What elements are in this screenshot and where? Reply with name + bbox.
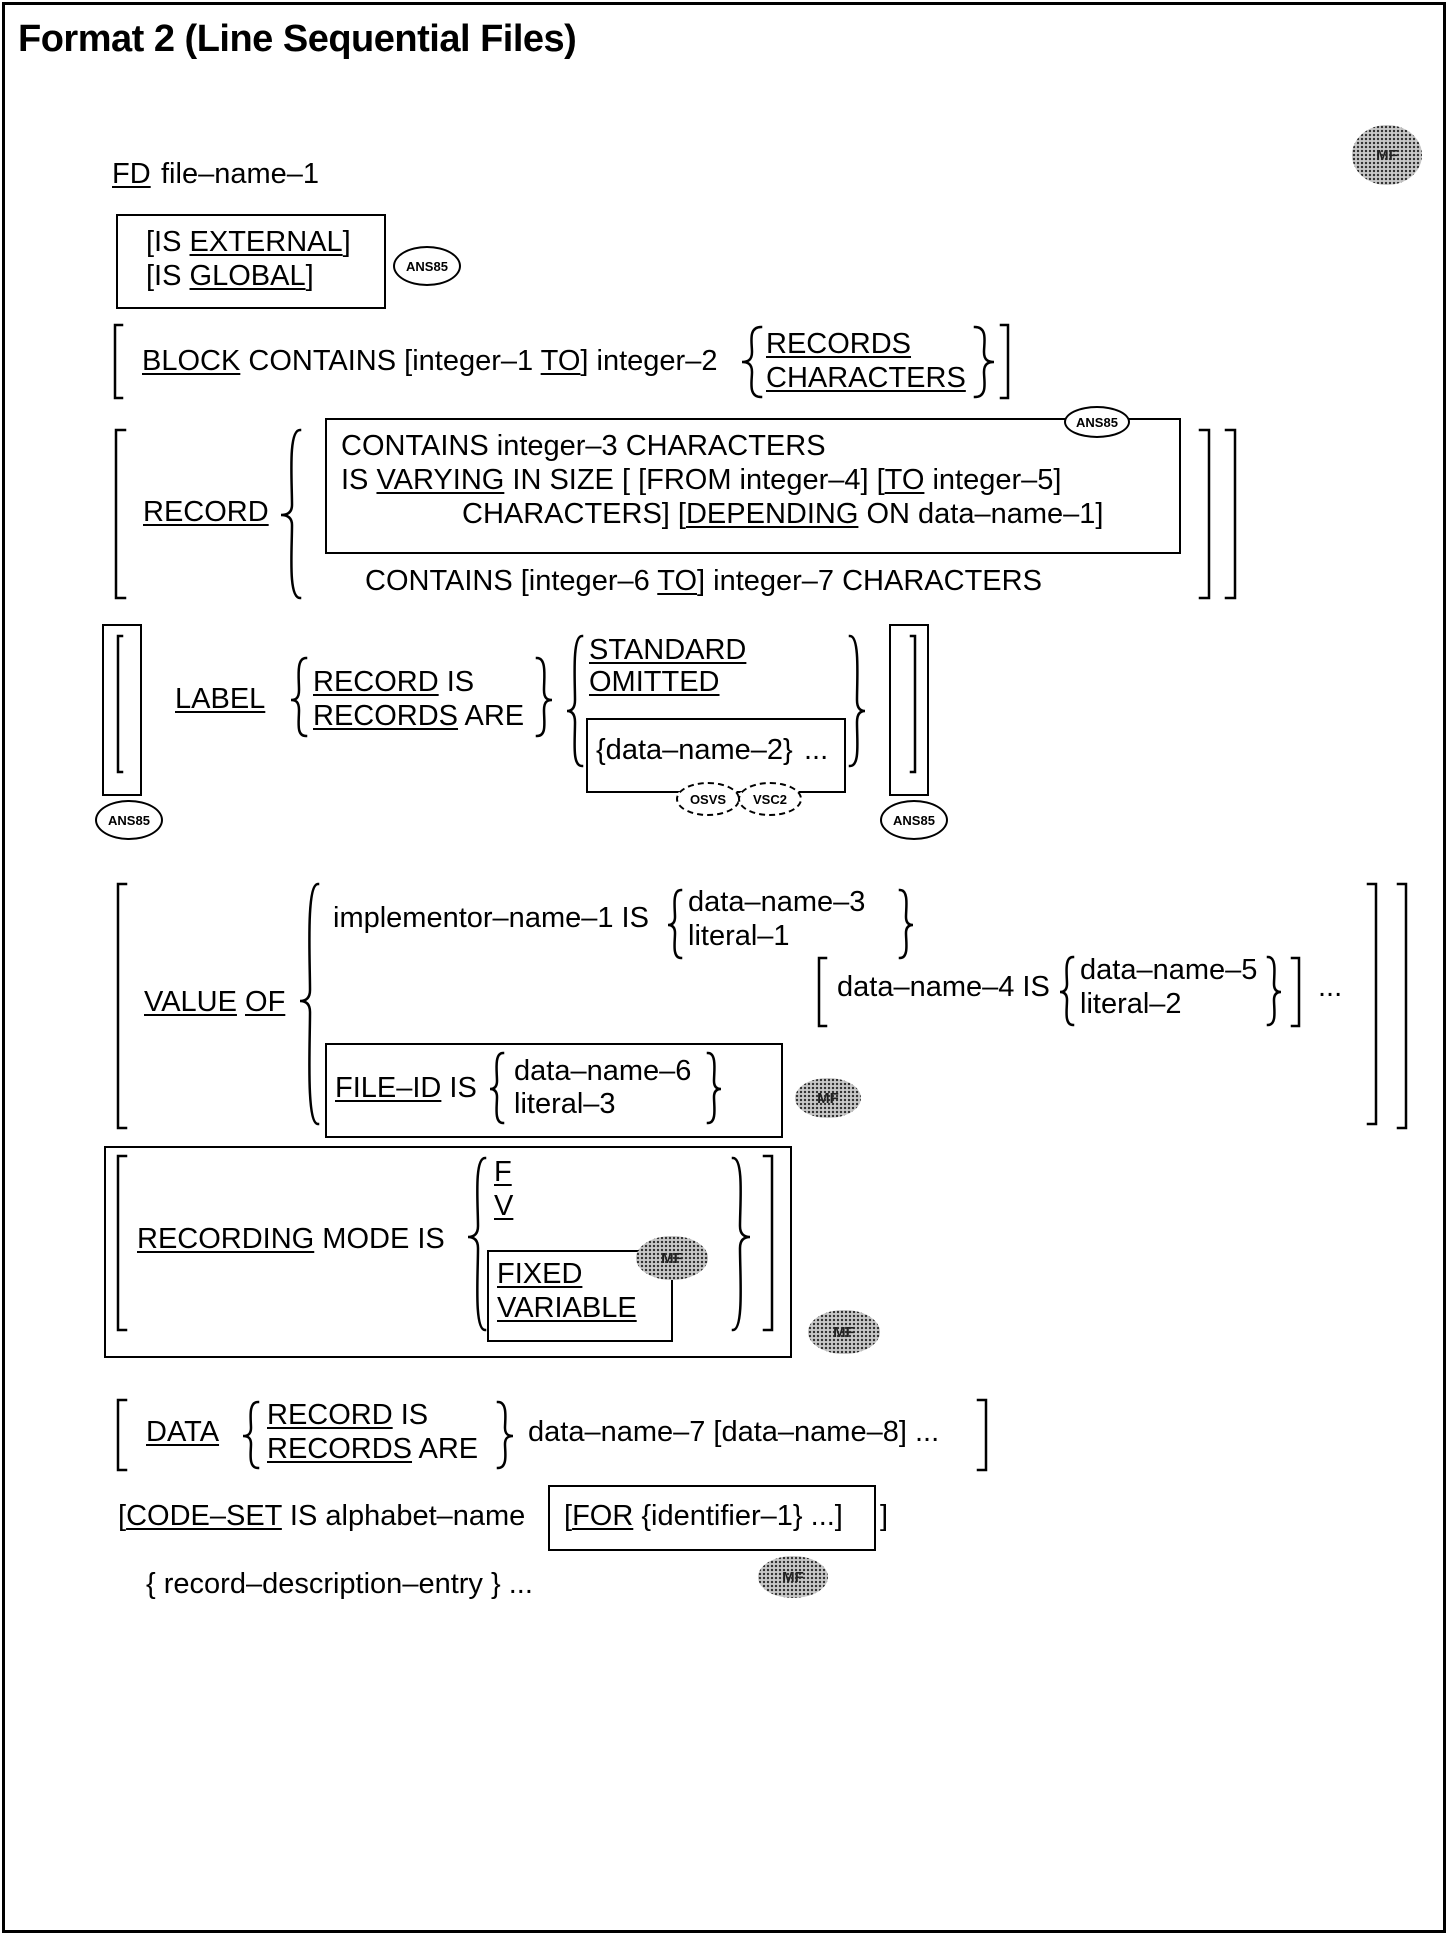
- mf-badge: MF: [636, 1236, 708, 1280]
- value-literal-1: literal–1: [688, 920, 790, 952]
- label-right-ans85-box: [889, 624, 929, 796]
- mf-badge: MF: [795, 1078, 861, 1118]
- recording-mode-f: F: [494, 1156, 512, 1188]
- recording-mode-fixed-variable-box: [487, 1250, 673, 1342]
- code-set-clause: [CODE–SET IS alphabet–name: [118, 1500, 526, 1532]
- code-set-for-box: [548, 1485, 876, 1551]
- mf-badge: MF: [758, 1556, 828, 1598]
- value-implementor-name: implementor–name–1 IS: [333, 902, 649, 934]
- data-keyword: DATA: [146, 1416, 220, 1448]
- record-varying-line: IS VARYING IN SIZE [ [FROM integer–4] [T…: [341, 464, 1062, 496]
- is-external-clause: [IS EXTERNAL]: [146, 226, 351, 258]
- record-depending-line: CHARACTERS] [DEPENDING ON data–name–1]: [462, 498, 1104, 530]
- value-literal-3: literal–3: [514, 1088, 616, 1120]
- label-data-name-2: {data–name–2}: [596, 734, 793, 766]
- label-left-ans85-box: [102, 624, 142, 796]
- label-keyword: LABEL: [175, 683, 266, 715]
- fd-keyword: FD: [112, 158, 151, 190]
- vsc2-badge: VSC2: [738, 782, 802, 816]
- record-contains-range-line: CONTAINS [integer–6 TO] integer–7 CHARAC…: [365, 565, 1042, 597]
- label-standard: STANDARD: [589, 634, 747, 666]
- record-keyword: RECORD: [143, 496, 269, 528]
- mf-badge: MF: [1352, 125, 1422, 185]
- page-title: Format 2 (Line Sequential Files): [18, 18, 577, 60]
- value-data-name-3: data–name–3: [688, 886, 866, 918]
- label-ellipsis: ...: [804, 734, 829, 766]
- data-records-are: RECORDS ARE: [267, 1433, 479, 1465]
- recording-mode-variable: VARIABLE: [497, 1292, 637, 1324]
- external-global-box: [116, 214, 386, 309]
- record-description-entry: { record–description–entry } ...: [146, 1568, 533, 1600]
- osvs-badge: OSVS: [676, 782, 740, 816]
- value-of-keyword: VALUE OF: [144, 986, 286, 1018]
- block-contains-clause: BLOCK CONTAINS [integer–1 TO] integer–2: [142, 345, 718, 377]
- fd-file-name: file–name–1: [161, 158, 319, 190]
- block-option-records: RECORDS: [766, 328, 912, 360]
- ans85-badge: ANS85: [1064, 406, 1130, 438]
- value-data-name-5: data–name–5: [1080, 954, 1258, 986]
- block-option-characters: CHARACTERS: [766, 362, 966, 394]
- record-contains-line: CONTAINS integer–3 CHARACTERS: [341, 430, 826, 462]
- file-id-clause: FILE–ID IS: [335, 1072, 477, 1104]
- is-global-clause: [IS GLOBAL]: [146, 260, 314, 292]
- recording-mode-box: [104, 1146, 792, 1358]
- mf-badge: MF: [808, 1310, 880, 1354]
- code-set-close-bracket: ]: [880, 1500, 889, 1532]
- value-literal-2: literal–2: [1080, 988, 1182, 1020]
- recording-mode-clause: RECORDING MODE IS: [137, 1223, 445, 1255]
- ans85-badge: ANS85: [95, 800, 163, 840]
- code-set-for-identifier: [FOR {identifier–1} ...]: [564, 1500, 843, 1532]
- label-omitted: OMITTED: [589, 666, 720, 698]
- label-record-is: RECORD IS: [313, 666, 475, 698]
- value-data-name-6: data–name–6: [514, 1055, 692, 1087]
- recording-mode-v: V: [494, 1190, 514, 1222]
- recording-mode-fixed: FIXED: [497, 1258, 583, 1290]
- value-ellipsis: ...: [1318, 971, 1343, 1003]
- record-varying-box: [325, 418, 1181, 554]
- ans85-badge: ANS85: [880, 800, 948, 840]
- data-record-is: RECORD IS: [267, 1399, 429, 1431]
- label-records-are: RECORDS ARE: [313, 700, 525, 732]
- ans85-badge: ANS85: [393, 246, 461, 286]
- data-names-7-8: data–name–7 [data–name–8] ...: [528, 1416, 940, 1448]
- value-data-name-4: data–name–4 IS: [837, 971, 1050, 1003]
- file-id-box: [325, 1043, 783, 1138]
